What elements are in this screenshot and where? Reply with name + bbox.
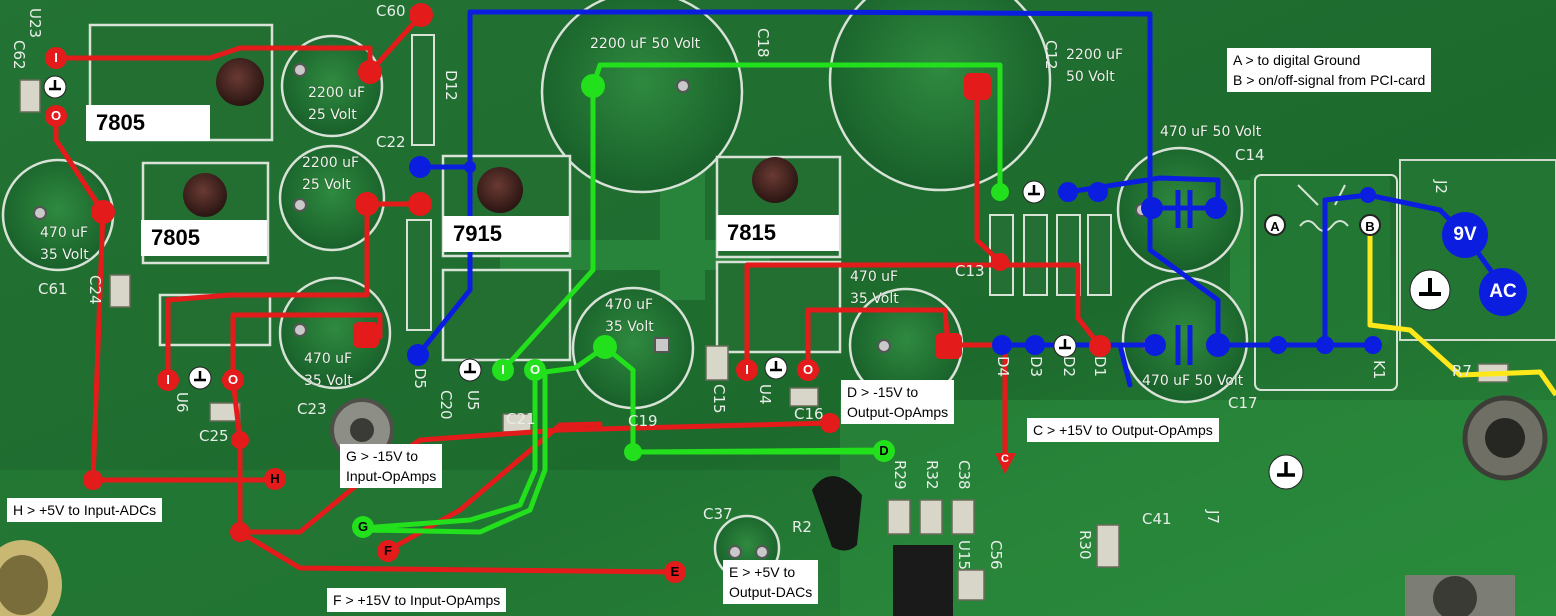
ref-d3: D3	[1027, 356, 1045, 378]
ref-c16: C16	[794, 405, 824, 423]
blue-nodes	[407, 156, 1382, 366]
ref-d2: D2	[1060, 356, 1078, 378]
chip-label-u23: 7805	[86, 105, 210, 141]
ref-u4: U4	[756, 384, 774, 405]
pin-a: A	[1264, 214, 1286, 236]
capacitor-outlines	[1, 0, 1249, 582]
pin-u5-input: I	[492, 359, 514, 381]
pin-g: G	[352, 516, 374, 538]
ref-u23: U23	[26, 8, 44, 39]
yellow-trace	[1367, 226, 1556, 397]
ref-c23: C23	[297, 400, 327, 418]
ref-c13: C13	[955, 262, 985, 280]
ref-c41: C41	[1142, 510, 1172, 528]
ground-symbols	[43, 75, 1451, 490]
diode-outlines	[406, 34, 1112, 331]
pin-u5-output: O	[524, 359, 546, 381]
blue-caps-symbols	[1175, 190, 1193, 365]
pin-f: F	[377, 540, 399, 562]
pin-h: H	[264, 468, 286, 490]
ref-c24: C24	[86, 275, 104, 305]
ref-d5: D5	[411, 368, 429, 390]
to92-transistor	[812, 476, 862, 551]
ref-c62: C62	[10, 40, 28, 70]
ref-c56: C56	[987, 540, 1005, 570]
legend-c: C > +15V to Output-OpAmps	[1027, 418, 1219, 442]
ref-r32: R32	[923, 460, 941, 490]
ref-c60: C60	[376, 2, 406, 20]
pin-u23-output: O	[45, 105, 67, 127]
ref-c17: C17	[1228, 394, 1258, 412]
ref-c38: C38	[955, 460, 973, 490]
pin-u4-output: O	[797, 359, 819, 381]
hardware	[0, 395, 1548, 616]
c-arrow	[995, 453, 1016, 474]
ref-r30: R30	[1076, 530, 1094, 560]
pin-d: D	[873, 440, 895, 462]
ref-k1: K1	[1370, 360, 1388, 380]
pin-ac: AC	[1479, 268, 1527, 316]
cap-c14-value: 470 uF 50 Volt	[1160, 124, 1262, 140]
pin-u6-input: I	[157, 369, 179, 391]
cap-c18-value: 2200 uF 50 Volt	[590, 36, 701, 52]
ref-c37: C37	[703, 505, 733, 523]
ref-u6: U6	[173, 392, 191, 413]
pin-e: E	[664, 561, 686, 583]
ref-d1: D1	[1091, 356, 1109, 378]
chip-label-u6: 7805	[141, 220, 267, 256]
ref-c12: C12	[1042, 40, 1060, 70]
ref-c15: C15	[710, 384, 728, 414]
mounting-holes	[183, 58, 798, 217]
pin-c: C	[1001, 453, 1009, 465]
ref-c14: C14	[1235, 146, 1265, 164]
smd-parts	[19, 79, 1509, 601]
ref-c22: C22	[376, 133, 406, 151]
ref-c19: C19	[628, 412, 658, 430]
ref-c25: C25	[199, 427, 229, 445]
cap-c17-value: 470 uF 50 Volt	[1142, 373, 1244, 389]
ref-j7: J7	[1204, 510, 1222, 524]
relay-outline	[1254, 174, 1398, 391]
ref-r29: R29	[891, 460, 909, 490]
pin-9v: 9V	[1442, 212, 1488, 258]
chip-label-u4: 7815	[717, 215, 839, 251]
ic-u15-body	[893, 545, 953, 616]
red-nodes	[83, 3, 1111, 542]
pin-u6-output: O	[222, 369, 244, 391]
legend-f: F > +15V to Input-OpAmps	[327, 588, 507, 612]
ref-r7: R7	[1452, 362, 1472, 380]
ref-d4: D4	[994, 356, 1012, 378]
pin-u23-input: I	[45, 47, 67, 69]
legend-h: H > +5V to Input-ADCs	[7, 498, 163, 522]
ref-r2: R2	[792, 518, 812, 536]
pin-u4-input: I	[736, 359, 758, 381]
ref-c61: C61	[38, 280, 68, 298]
ref-u5: U5	[464, 390, 482, 411]
ref-d12: D12	[442, 70, 460, 101]
ref-c21: C21	[506, 410, 536, 428]
ref-j2: J2	[1432, 180, 1450, 194]
ref-c18: C18	[754, 28, 772, 58]
pin-b: B	[1359, 214, 1381, 236]
ref-c20: C20	[437, 390, 455, 420]
chip-label-u5: 7915	[443, 216, 569, 252]
ref-u15: U15	[955, 540, 973, 571]
green-traces	[360, 62, 1003, 535]
